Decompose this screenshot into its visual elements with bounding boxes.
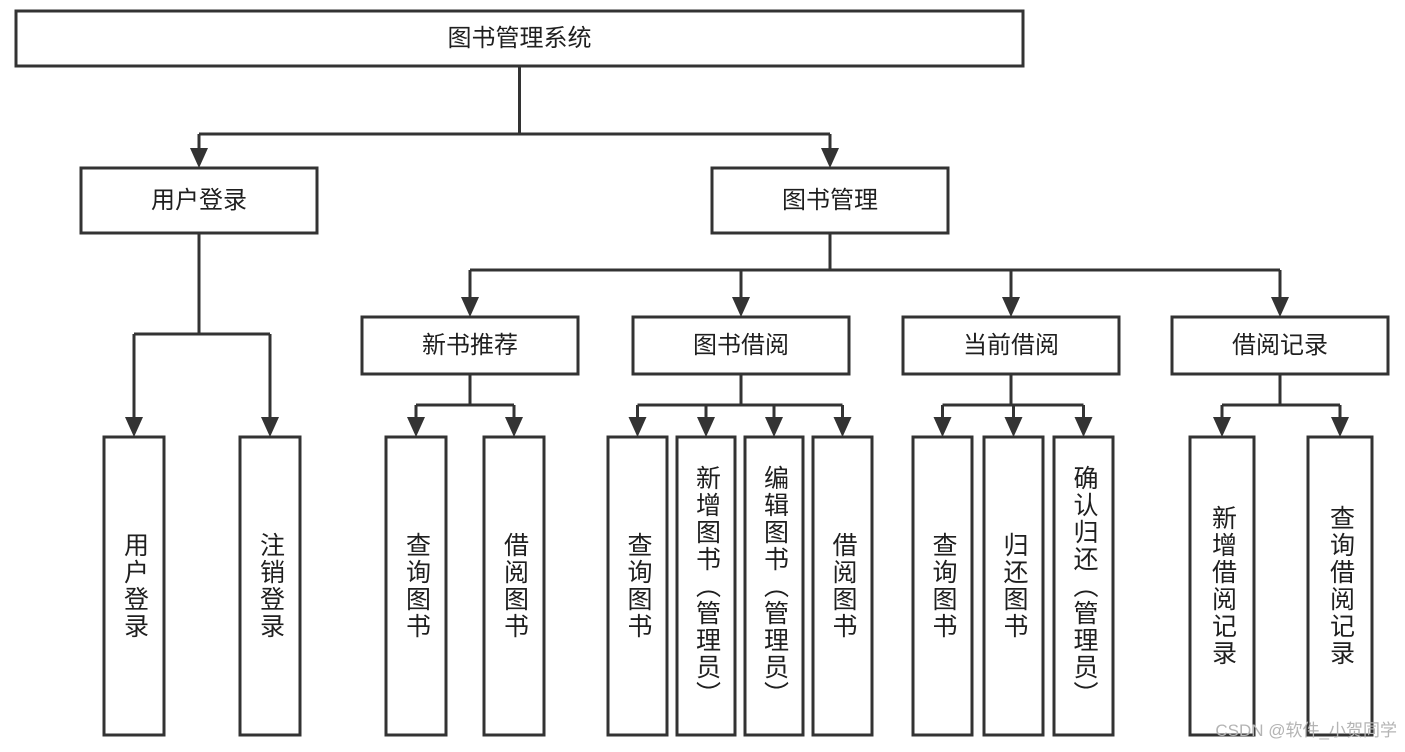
arrow-head-icon-leaf-2-2 [765, 417, 783, 437]
node-leaf-2[interactable] [384, 435, 448, 737]
arrow-head-icon-leaf-3-1 [1004, 417, 1023, 437]
node-level2-label-0: 用户登录 [151, 187, 247, 214]
node-leaf-12[interactable] [1306, 435, 1374, 737]
arrow-head-icon-leaf-3-0 [933, 417, 952, 437]
arrow-head-icon-level2-0 [190, 148, 208, 168]
node-level2-label-1: 图书管理 [782, 187, 878, 214]
node-leaf-8[interactable] [911, 435, 974, 737]
node-level3-label-2: 当前借阅 [963, 332, 1059, 359]
arrow-head-icon-leaf-1-0 [407, 417, 425, 437]
node-root-label: 图书管理系统 [448, 25, 592, 52]
arrow-head-icon-level3-1 [732, 297, 750, 317]
arrow-head-icon-level3-0 [461, 297, 479, 317]
node-leaf-10[interactable] [1052, 435, 1115, 737]
node-leaf-9[interactable] [982, 435, 1045, 737]
node-leaf-5[interactable] [675, 435, 737, 737]
arrow-head-icon-leaf-0-1 [261, 417, 279, 437]
node-level3-label-0: 新书推荐 [422, 332, 518, 359]
arrow-head-icon-leaf-2-0 [628, 417, 647, 437]
arrow-head-icon-leaf-0-0 [125, 417, 143, 437]
arrow-head-icon-level3-2 [1002, 297, 1020, 317]
node-level3-0[interactable] [360, 315, 580, 376]
arrow-head-icon-leaf-1-1 [505, 417, 523, 437]
node-level3-2[interactable] [901, 315, 1121, 376]
node-leaf-11[interactable] [1188, 435, 1256, 737]
arrow-head-icon-level3-3 [1271, 297, 1289, 317]
node-level2-0[interactable] [79, 166, 319, 235]
node-level3-label-3: 借阅记录 [1232, 332, 1328, 359]
arrow-head-icon-level2-1 [821, 148, 839, 168]
node-level3-label-1: 图书借阅 [693, 332, 789, 359]
node-leaf-7[interactable] [811, 435, 874, 737]
arrow-head-icon-leaf-2-3 [833, 417, 852, 437]
arrow-head-icon-leaf-3-2 [1074, 417, 1093, 437]
node-leaf-3[interactable] [482, 435, 546, 737]
node-leaf-6[interactable] [743, 435, 805, 737]
watermark-text: CSDN @软件_小贺同学 [1215, 721, 1397, 740]
node-leaf-0[interactable] [102, 435, 166, 737]
arrow-head-icon-leaf-4-0 [1213, 417, 1231, 437]
node-leaf-1[interactable] [238, 435, 302, 737]
arrow-head-icon-leaf-4-1 [1331, 417, 1349, 437]
node-leaf-4[interactable] [606, 435, 669, 737]
node-root[interactable] [14, 9, 1025, 68]
arrow-head-icon-leaf-2-1 [697, 417, 715, 437]
